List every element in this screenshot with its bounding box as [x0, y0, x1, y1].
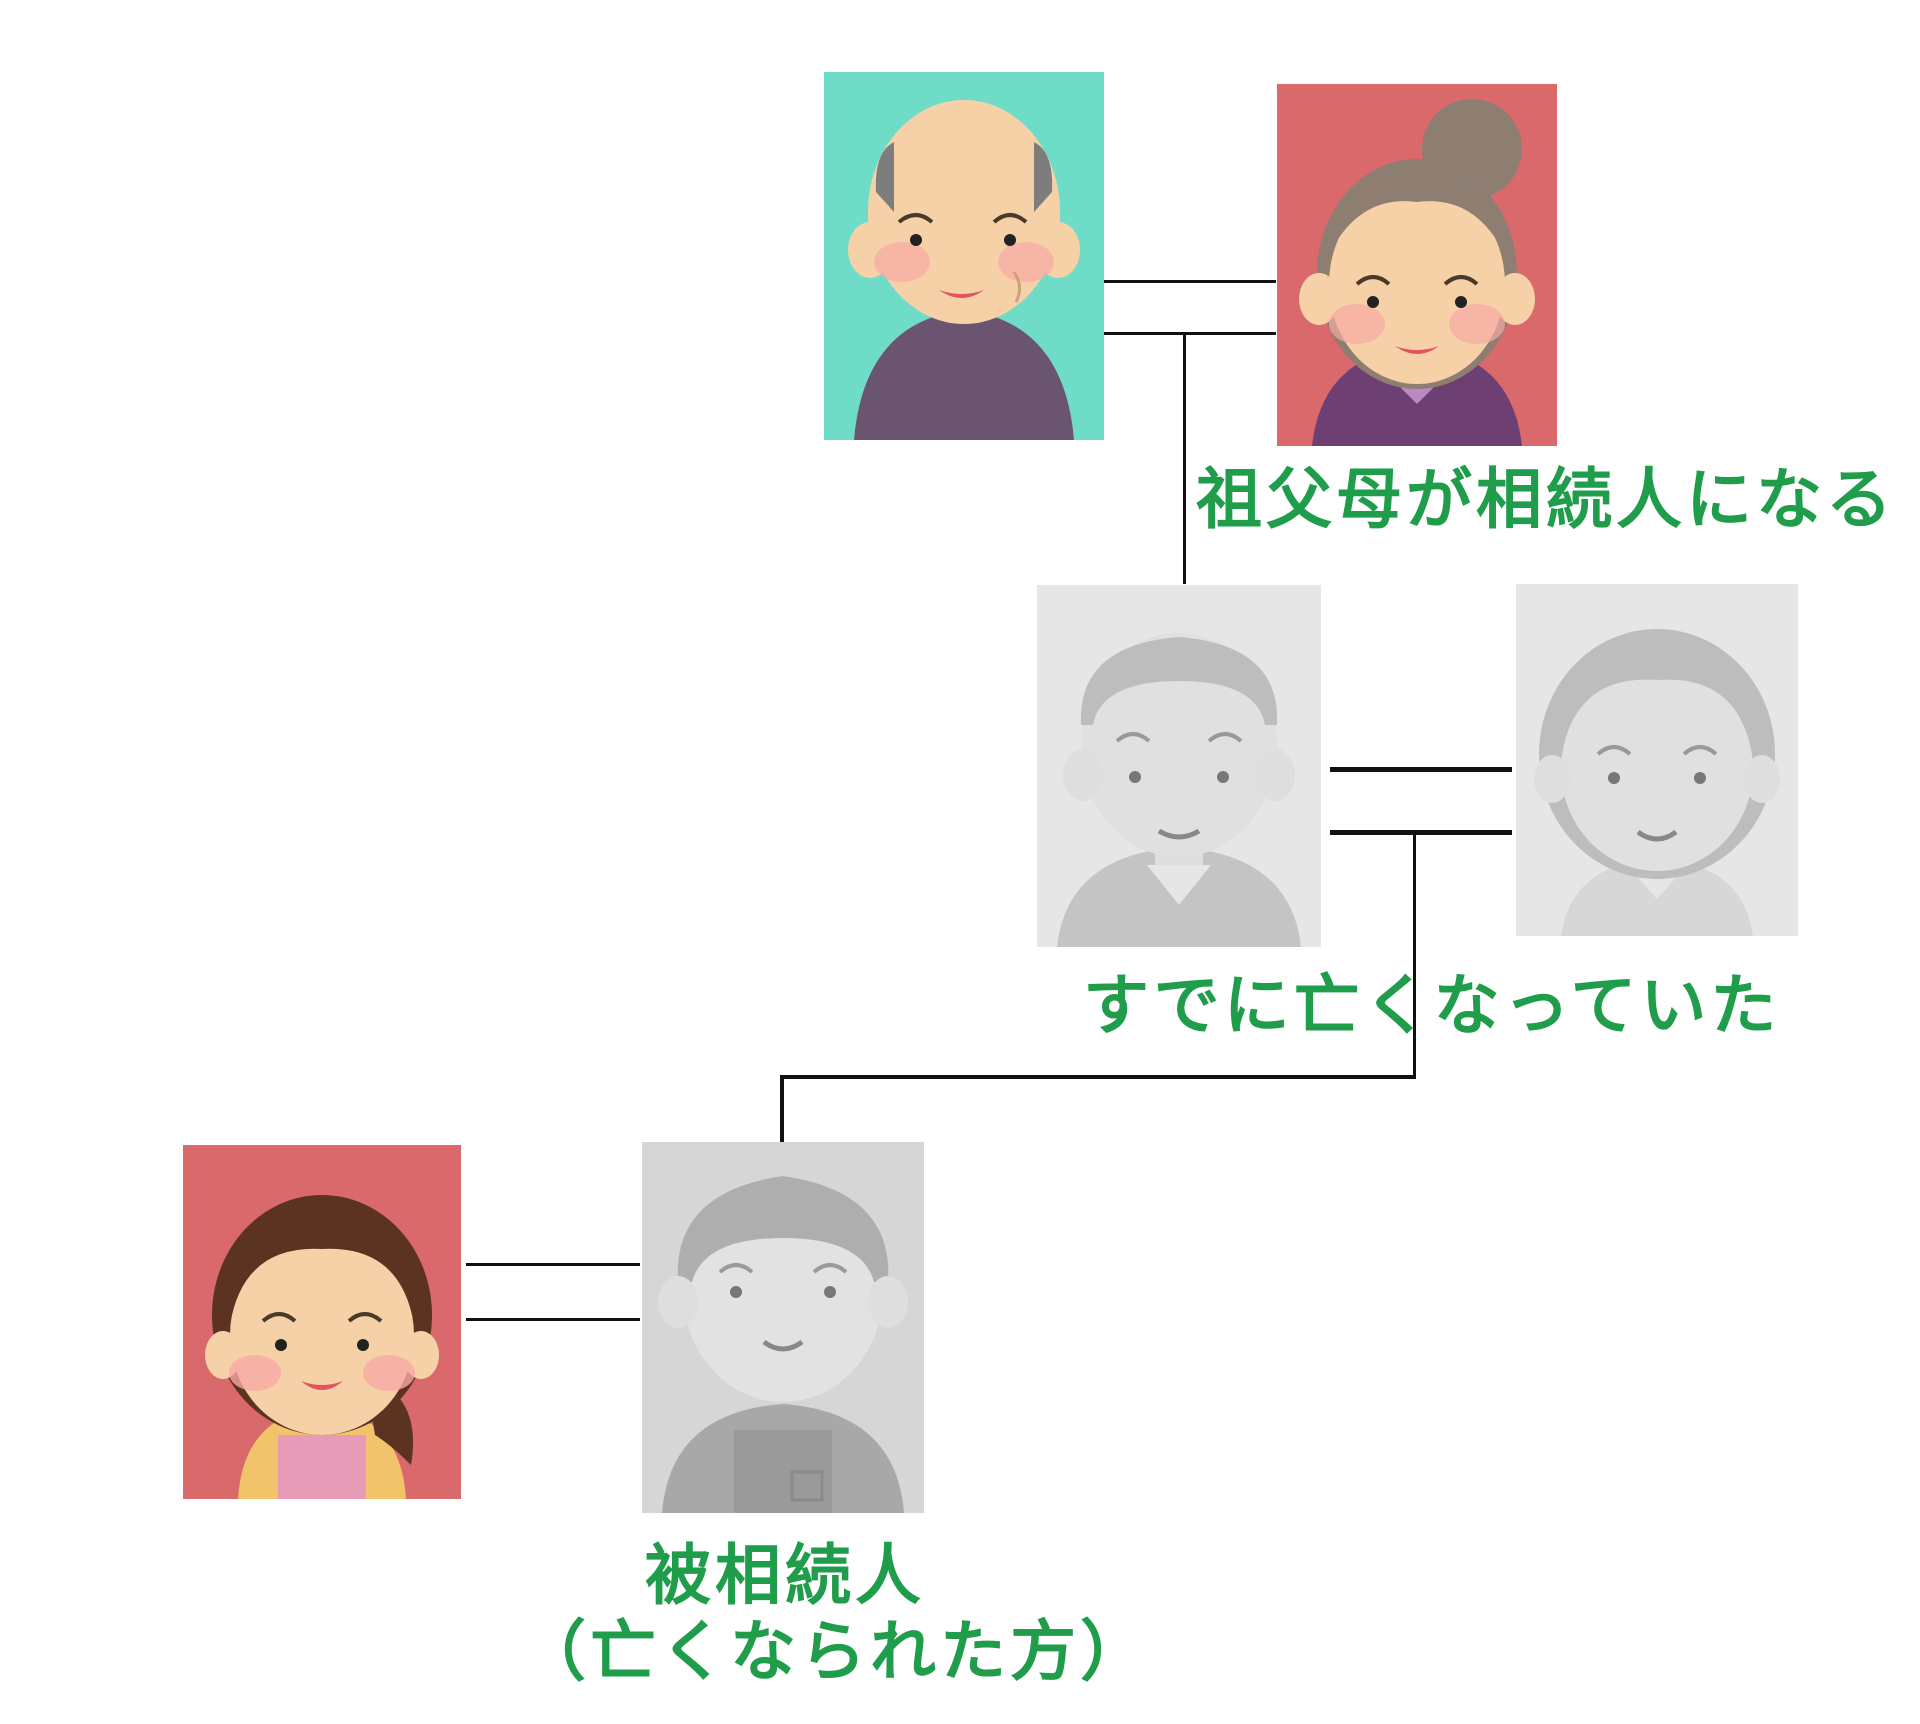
decedent-label-line1: 被相続人 [645, 1537, 925, 1614]
spouse-marriage-line-top [466, 1263, 640, 1266]
grandparents-marriage-line-top [1104, 280, 1276, 283]
child-drop-line [780, 1075, 784, 1142]
grandparents-marriage-line-bottom [1104, 332, 1276, 335]
spouse-marriage-line-bottom [466, 1318, 640, 1321]
decedent-label: 被相続人 （亡くなられた方） [520, 1537, 1150, 1690]
grandparents-to-parent-line [1183, 334, 1186, 584]
parents-deceased-label: すでに亡くなっていた [1083, 967, 1781, 1044]
parents-to-child-horizontal-line [780, 1075, 1416, 1079]
father-portrait-faded [1037, 585, 1321, 947]
parents-marriage-line-bottom [1330, 830, 1512, 835]
decedent-label-line2: （亡くなられた方） [520, 1612, 1150, 1690]
mother-portrait-faded [1516, 584, 1798, 936]
decedent-portrait-faded [642, 1142, 924, 1513]
spouse-portrait [183, 1145, 461, 1499]
grandparents-inherit-label: 祖父母が相続人になる [1196, 461, 1896, 538]
parents-marriage-line-top [1330, 767, 1512, 772]
grandmother-portrait [1277, 84, 1557, 446]
parents-to-child-vertical-line [1413, 834, 1416, 1078]
grandfather-portrait [824, 72, 1104, 440]
